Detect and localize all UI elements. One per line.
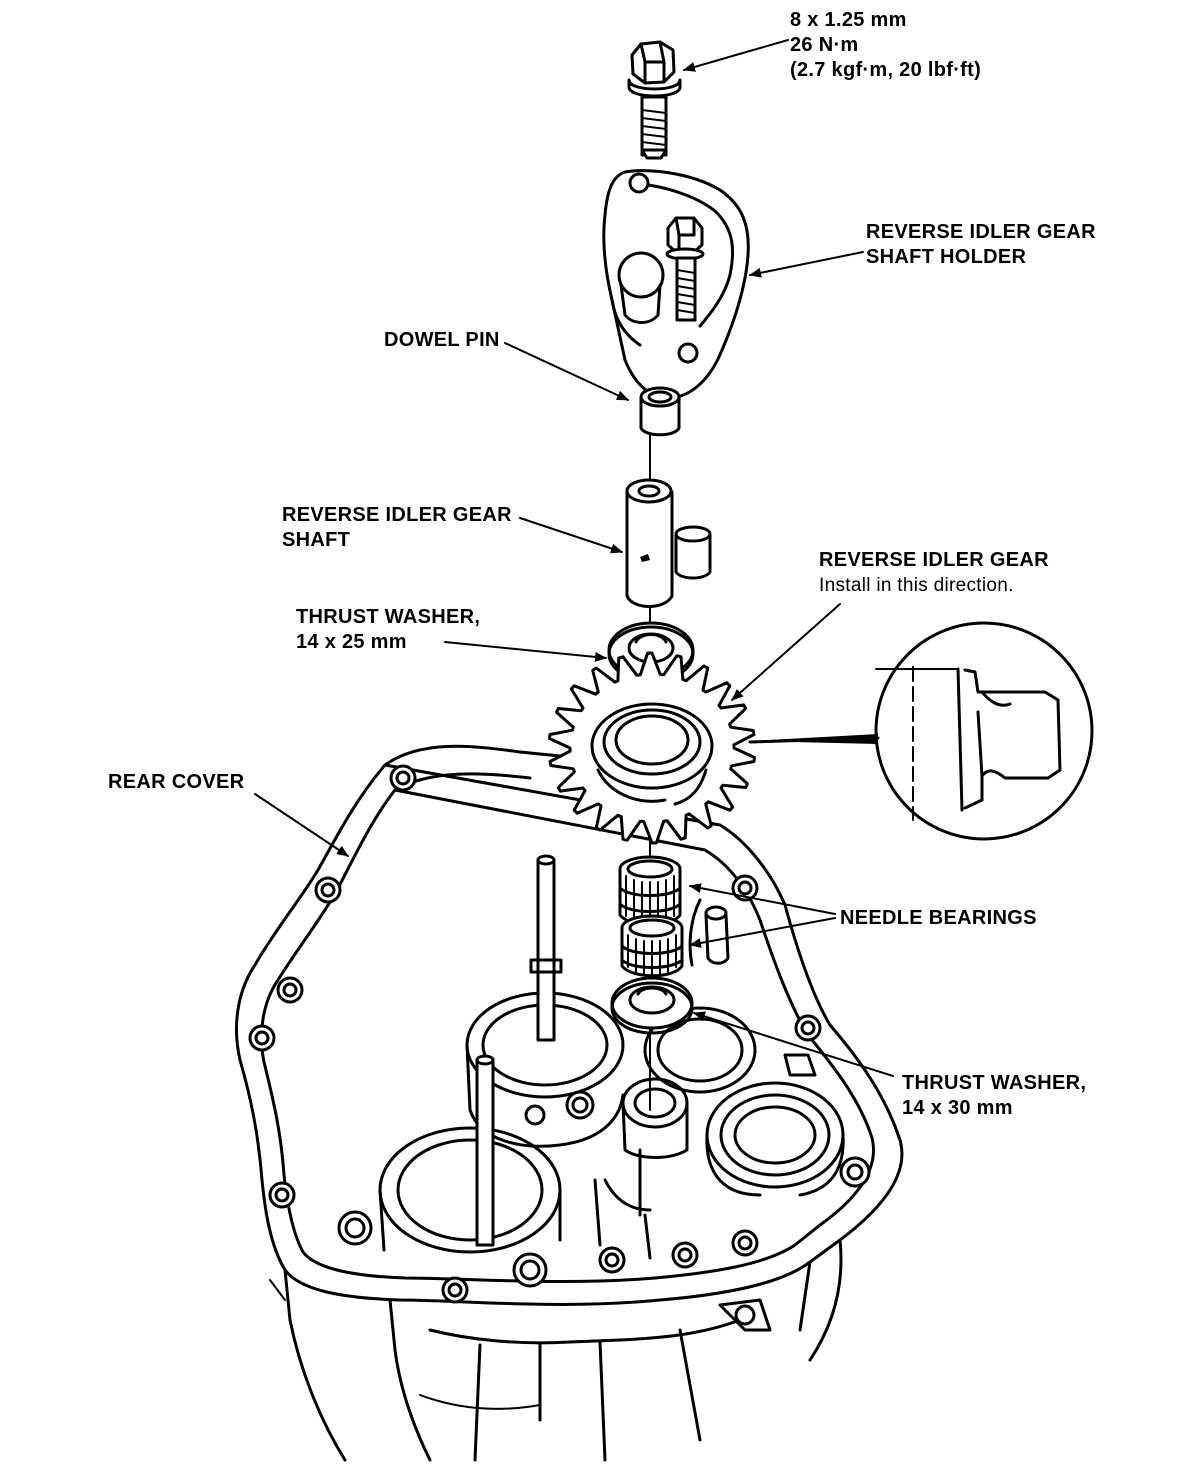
thrust-washer-top-label: THRUST WASHER, 14 x 25 mm [296,606,481,653]
bolt-torque-alt-text: (2.7 kgf·m, 20 lbf·ft) [790,59,982,81]
dowel-pin [639,386,681,437]
gear-profile-detail [748,621,1094,841]
idler-gear-shaft [625,478,712,608]
needle-bearing-upper [618,855,682,927]
leader-lines [254,39,894,1077]
flange-bolt [627,40,682,160]
bolt-spec-label: 8 x 1.25 mm 26 N·m (2.7 kgf·m, 20 lbf·ft… [790,8,981,83]
bolt-size-text: 8 x 1.25 mm [790,9,907,31]
needle-bearing-lower [620,914,684,978]
bolt-torque-text: 26 N·m [790,34,859,56]
shaft-holder-label: REVERSE IDLER GEAR SHAFT HOLDER [866,221,1096,268]
dowel-pin-label: DOWEL PIN [384,329,500,351]
reverse-idler-gear [548,651,756,845]
rear-cover-label: REAR COVER [108,771,245,793]
idler-shaft-label: REVERSE IDLER GEAR SHAFT [282,504,512,551]
thrust-washer-14x30 [610,976,694,1035]
thrust-washer-bottom-label: THRUST WASHER, 14 x 30 mm [902,1072,1087,1119]
needle-bearings-label: NEEDLE BEARINGS [840,907,1037,929]
idler-gear-label: REVERSE IDLER GEAR Install in this direc… [819,549,1049,596]
rear-cover [235,744,904,1462]
install-direction-note: Install in this direction. [819,575,1014,596]
shaft-holder [602,169,750,400]
